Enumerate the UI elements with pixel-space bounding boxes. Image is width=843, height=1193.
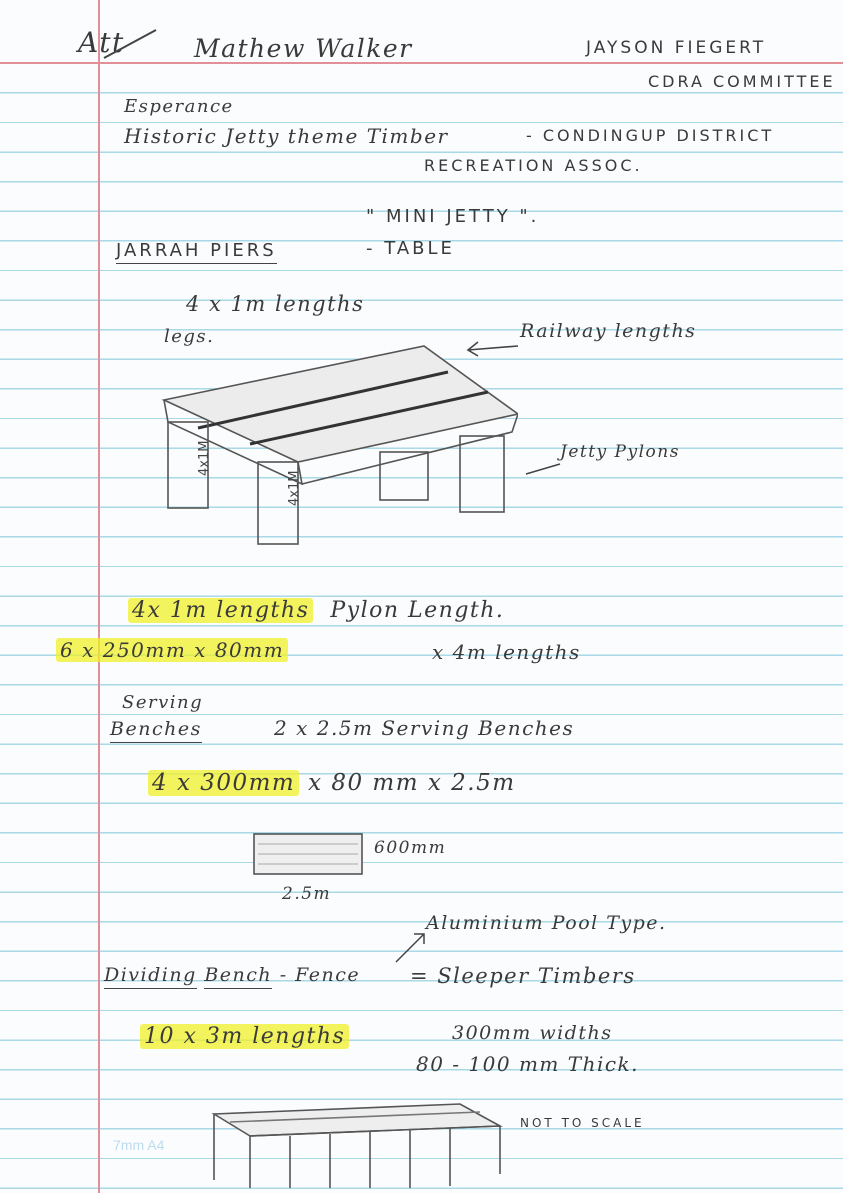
author-name: Mathew Walker xyxy=(194,34,413,63)
bench-dims-line: 4 x 300mm x 80 mm x 2.5m xyxy=(148,770,516,796)
leg-label-left: 4x1M xyxy=(197,441,212,476)
paper-format-label: 7mm A4 xyxy=(113,1137,165,1153)
leg-label-front: 4x1M xyxy=(287,471,302,506)
bench-width-label: 2.5m xyxy=(282,884,332,904)
att-label: Att xyxy=(78,26,125,59)
serving-label: Serving xyxy=(122,692,204,713)
intro-theme: Historic Jetty theme Timber xyxy=(124,124,449,148)
intro-recreation: RECREATION ASSOC. xyxy=(424,156,643,175)
railway-lengths-label: Railway lengths xyxy=(520,320,697,342)
att-slash-mark xyxy=(103,29,157,59)
bench-top-sketch xyxy=(253,833,363,875)
committee-name: CDRA COMMITTEE xyxy=(648,72,836,91)
mini-jetty-title: " MINI JETTY ". xyxy=(366,206,540,227)
dividing-fence-sketch xyxy=(211,1103,503,1188)
pylon-lengths-line: 4x 1m lengths Pylon Length. xyxy=(128,598,504,623)
not-to-scale-note: NOT TO SCALE xyxy=(520,1116,645,1130)
page-header-band xyxy=(0,0,843,62)
benches-heading: Benches xyxy=(110,718,202,743)
left-margin-line xyxy=(98,0,100,1193)
fence-widths-line: 300mm widths xyxy=(452,1022,613,1044)
contact-name: JAYSON FIEGERT xyxy=(586,38,767,58)
serving-benches-desc: 2 x 2.5m Serving Benches xyxy=(274,716,575,740)
leg-lengths-note: 4 x 1m lengths xyxy=(186,292,365,316)
railway-arrow xyxy=(466,341,519,357)
aluminium-note: Aluminium Pool Type. xyxy=(426,912,667,934)
table-label: - TABLE xyxy=(366,238,455,259)
top-margin-line xyxy=(0,62,843,64)
jetty-table-sketch: 4x1M 4x1M xyxy=(161,345,518,545)
legs-label: legs. xyxy=(164,326,215,347)
intro-district: - CONDINGUP DISTRICT xyxy=(526,126,775,145)
aluminium-arrow xyxy=(395,933,425,963)
intro-esperance: Esperance xyxy=(124,96,234,117)
bench-height-label: 600mm xyxy=(374,838,447,858)
fence-lengths-line: 10 x 3m lengths xyxy=(140,1024,350,1049)
fence-thickness-line: 80 - 100 mm Thick. xyxy=(416,1052,640,1076)
jetty-pylons-label: Jetty Pylons xyxy=(560,442,680,462)
pylon-dims-line: 6 x 250mm x 80mm xyxy=(56,638,289,662)
sleeper-timbers-line: = Sleeper Timbers xyxy=(410,964,636,988)
pylon-dims-length: x 4m lengths xyxy=(432,640,581,664)
dividing-heading: Dividing Bench - Fence xyxy=(104,964,360,989)
jarrah-piers-heading: JARRAH PIERS xyxy=(116,240,277,264)
pylons-pointer-line xyxy=(525,463,561,475)
